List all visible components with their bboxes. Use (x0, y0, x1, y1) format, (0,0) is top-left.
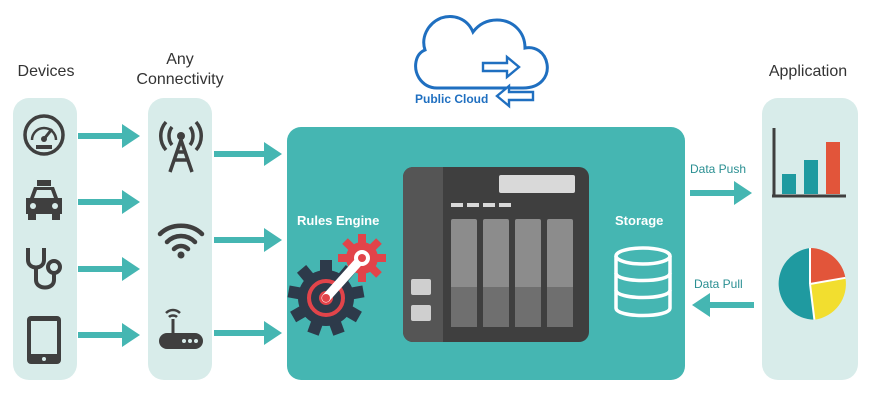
connectivity-heading-line1: Any (166, 51, 194, 68)
data-push-arrow (690, 181, 752, 205)
arrows-connectivity-to-hub (214, 142, 282, 345)
bar-1 (782, 174, 796, 194)
bar-3 (826, 142, 840, 194)
wifi-icon (157, 223, 205, 259)
stethoscope-icon (26, 248, 62, 290)
arrows-devices-to-connectivity (78, 124, 140, 347)
bar-2 (804, 160, 818, 194)
arrow-stethoscope (78, 257, 140, 281)
router-icon (159, 308, 203, 349)
pie-slice-orange (810, 248, 846, 284)
arrow-router (214, 321, 282, 345)
arrow-speedometer (78, 124, 140, 148)
speedometer-icon (23, 114, 65, 156)
data-pull-label: Data Pull (694, 277, 743, 291)
pie-chart-icon (778, 248, 846, 320)
data-pull-arrow (692, 293, 754, 317)
gears-icon (287, 234, 386, 336)
pie-slice-yellow (810, 277, 846, 320)
nas-button-top (411, 279, 431, 295)
nas-device-icon (403, 167, 589, 342)
arrow-cell-tower (214, 142, 282, 166)
database-icon (614, 246, 672, 318)
bar-chart-icon (772, 128, 846, 198)
arrow-car (78, 190, 140, 214)
car-icon (26, 180, 62, 220)
devices-heading: Devices (17, 63, 75, 80)
storage-label: Storage (615, 213, 664, 228)
application-heading: Application (768, 63, 848, 80)
arrow-tablet (78, 323, 140, 347)
nas-display (499, 175, 575, 193)
connectivity-heading-line2: Connectivity (136, 71, 224, 88)
cloud-icon (414, 15, 549, 109)
public-cloud-label: Public Cloud (415, 92, 489, 106)
tablet-icon (27, 316, 61, 364)
application-panel (762, 98, 858, 380)
rules-engine-label: Rules Engine (297, 213, 380, 228)
data-push-label: Data Push (690, 162, 747, 176)
pie-slice-teal (778, 248, 815, 320)
nas-button-bottom (411, 305, 431, 321)
cell-tower-icon (159, 120, 203, 173)
arrow-wifi (214, 228, 282, 252)
